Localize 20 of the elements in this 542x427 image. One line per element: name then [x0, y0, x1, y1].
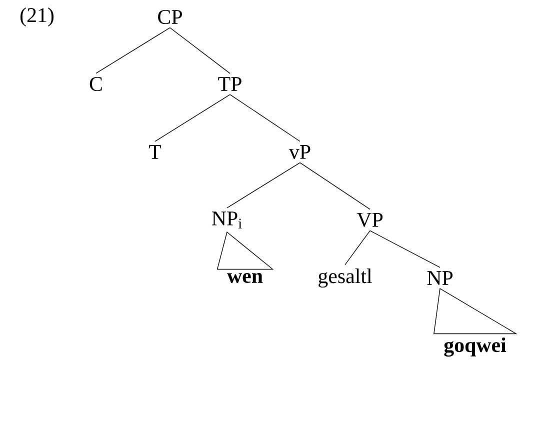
- branch-line: [96, 27, 170, 74]
- branch-line: [154, 94, 230, 142]
- word-label: goqwei: [444, 337, 506, 357]
- word-label: wen: [227, 272, 263, 284]
- category-label: NP: [427, 271, 453, 285]
- category-label: VP: [356, 213, 383, 227]
- category-label: C: [90, 76, 102, 92]
- branch-line: [344, 230, 370, 266]
- category-label: vP: [288, 145, 310, 159]
- branch-line: [226, 162, 300, 208]
- category-label: CP: [158, 10, 182, 24]
- branch-line: [230, 94, 300, 142]
- word-label: gesaltl: [318, 268, 372, 288]
- branch-line: [300, 162, 370, 210]
- example-number: (21): [20, 8, 54, 26]
- branch-line: [170, 27, 230, 74]
- branch-line: [370, 230, 440, 268]
- category-label: T: [149, 145, 162, 159]
- category-label: NP$_{i}$: [212, 212, 242, 228]
- category-label: TP: [218, 77, 242, 91]
